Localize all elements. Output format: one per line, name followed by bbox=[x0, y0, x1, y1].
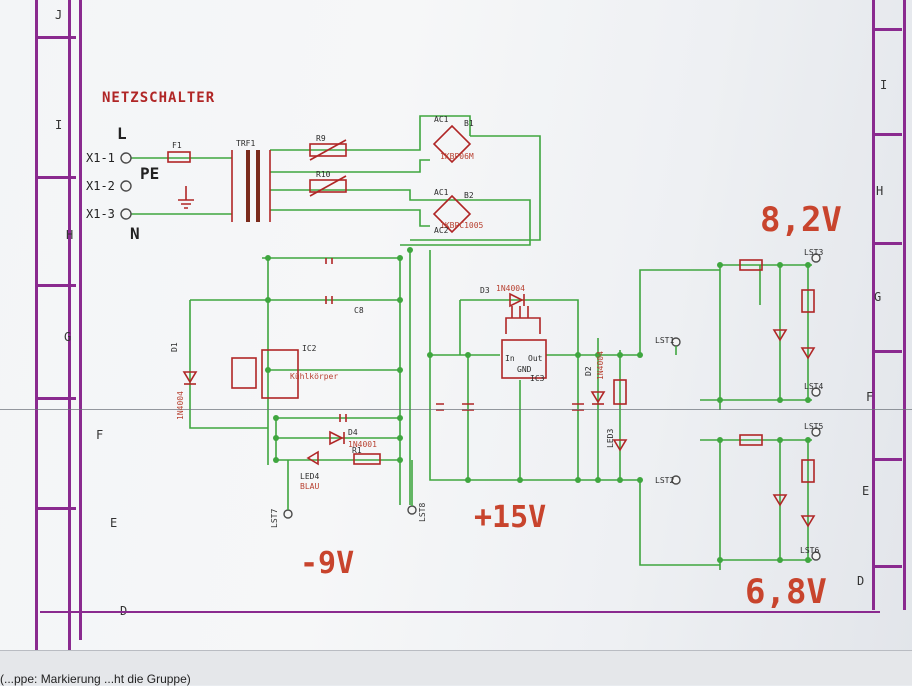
label-lst8: LST8 bbox=[418, 502, 427, 522]
row-label-right-i: I bbox=[880, 78, 888, 92]
frame-left-border bbox=[35, 0, 82, 640]
row-label-right-d: D bbox=[857, 574, 865, 588]
label-b2-value: 1KBPC1005 bbox=[440, 221, 484, 230]
label-d1: D1 bbox=[170, 342, 179, 352]
status-text: (...ppe: Markierung ...ht die Gruppe) bbox=[0, 672, 191, 686]
label-d2: D2 bbox=[584, 366, 593, 376]
row-label-left-g: G bbox=[64, 330, 72, 344]
rail-label-8v2: 8,2V bbox=[760, 200, 842, 240]
label-b1: B1 bbox=[464, 119, 474, 128]
label-ac1-b2: AC1 bbox=[434, 188, 449, 197]
label-lst3: LST3 bbox=[804, 248, 824, 257]
row-label-left-e: E bbox=[110, 516, 118, 530]
label-ic3-in: In bbox=[505, 354, 515, 363]
label-lst2: LST2 bbox=[655, 476, 675, 485]
label-d1-value: 1N4004 bbox=[176, 391, 185, 420]
row-label-right-f: F bbox=[866, 390, 874, 404]
label-ic3-out: Out bbox=[528, 354, 543, 363]
label-lst4: LST4 bbox=[804, 382, 824, 391]
status-bar bbox=[0, 650, 912, 685]
row-label-left-f: F bbox=[96, 428, 104, 442]
label-d4: D4 bbox=[348, 428, 358, 437]
label-r10: R10 bbox=[316, 170, 331, 179]
label-lst6: LST6 bbox=[800, 546, 820, 555]
label-ic2: IC2 bbox=[302, 344, 317, 353]
label-ic3-gnd: GND bbox=[517, 365, 532, 374]
label-lst1: LST1 bbox=[655, 336, 675, 345]
conductor-l: L bbox=[117, 124, 127, 143]
label-c8: C8 bbox=[354, 306, 364, 315]
label-d3-value: 1N4004 bbox=[496, 284, 525, 293]
row-label-right-g: G bbox=[874, 290, 882, 304]
frame-right-border bbox=[872, 0, 906, 610]
conductor-n: N bbox=[130, 224, 140, 243]
connector-x1-1: X1-1 bbox=[86, 151, 115, 165]
rail-label-9v: -9V bbox=[300, 546, 355, 581]
row-label-right-h: H bbox=[876, 184, 884, 198]
label-led4: LED4 bbox=[300, 472, 320, 481]
label-d2-value: 1N4004 bbox=[596, 351, 605, 380]
schematic-title: NETZSCHALTER bbox=[102, 90, 216, 106]
crosshair-line bbox=[0, 409, 912, 410]
label-trf1: TRF1 bbox=[236, 139, 256, 148]
rail-label-6v8: 6,8V bbox=[745, 572, 827, 612]
conductor-pe: PE bbox=[140, 164, 160, 183]
row-label-left-h: H bbox=[66, 228, 74, 242]
label-ic3: IC3 bbox=[530, 374, 545, 383]
rail-label-15v: +15V bbox=[474, 500, 547, 535]
row-label-j: J bbox=[55, 8, 63, 22]
label-lst7: LST7 bbox=[270, 508, 279, 528]
row-label-right-e: E bbox=[862, 484, 870, 498]
label-b2: B2 bbox=[464, 191, 474, 200]
label-ac2-b2: AC2 bbox=[434, 226, 449, 235]
frame-bottom bbox=[40, 611, 880, 613]
label-led3: LED3 bbox=[606, 428, 615, 448]
row-label-left-i: I bbox=[55, 118, 63, 132]
label-b1-value: 1KBP06M bbox=[440, 152, 474, 161]
label-f1: F1 bbox=[172, 141, 182, 150]
label-ic2-note: Kühlkörper bbox=[290, 372, 339, 381]
label-r1: R1 bbox=[352, 446, 362, 455]
label-d3: D3 bbox=[480, 286, 490, 295]
label-r9: R9 bbox=[316, 134, 326, 143]
connector-x1-3: X1-3 bbox=[86, 207, 115, 221]
label-led4-value: BLAU bbox=[300, 482, 320, 491]
label-ac1-b1: AC1 bbox=[434, 115, 449, 124]
label-d4-value: 1N4001 bbox=[348, 440, 377, 449]
label-lst5: LST5 bbox=[804, 422, 824, 431]
connector-x1-2: X1-2 bbox=[86, 179, 115, 193]
